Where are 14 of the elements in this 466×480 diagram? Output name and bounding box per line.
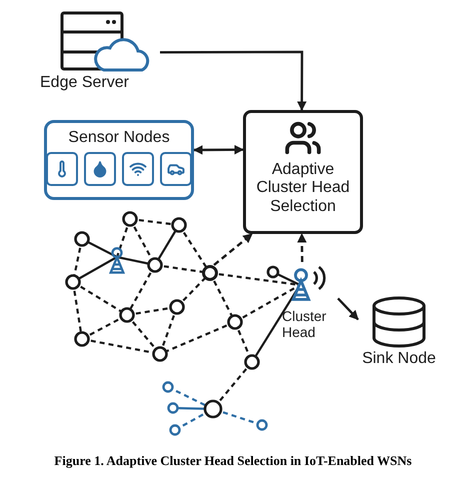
arrow — [337, 298, 359, 320]
node-label: Cluster Head — [282, 308, 328, 340]
sensor-panel — [44, 120, 194, 200]
figure-caption: Figure 1. Adaptive Cluster Head Selection in IoT-Enabled WSNs — [53, 453, 413, 469]
arrow — [213, 233, 253, 266]
node-label: Edge Server — [40, 74, 129, 92]
arrow — [160, 50, 307, 111]
process-box — [243, 110, 363, 234]
arrow — [193, 144, 244, 155]
arrow — [297, 233, 307, 262]
panel-title: Sensor Nodes — [68, 129, 170, 148]
node-label: Sink Node — [362, 350, 436, 368]
process-label: Adaptive Cluster Head Selection — [255, 161, 351, 216]
network-node — [202, 265, 218, 281]
